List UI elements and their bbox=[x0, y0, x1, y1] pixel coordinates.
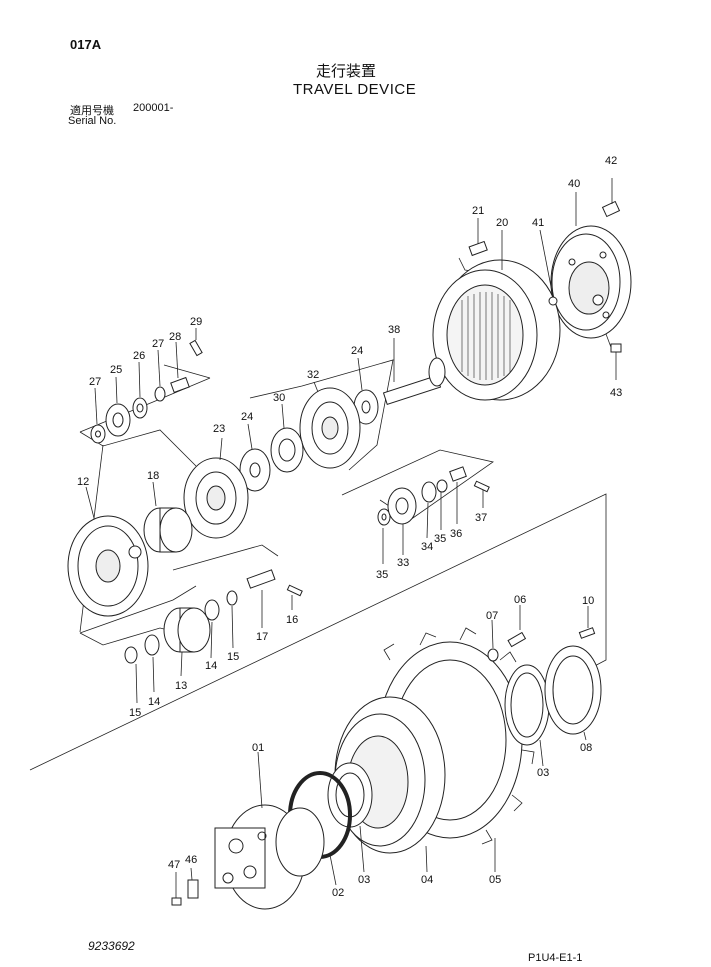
group-frames bbox=[29, 257, 613, 771]
callout-01: 01 bbox=[252, 742, 264, 754]
callout-40: 40 bbox=[568, 178, 580, 190]
part-37-spring-pin bbox=[473, 480, 490, 508]
callout-23: 23 bbox=[213, 423, 225, 435]
callout-26: 26 bbox=[133, 350, 145, 362]
callout-20: 20 bbox=[496, 217, 508, 229]
page-id: 017A bbox=[70, 37, 102, 52]
part-25-planet-gear bbox=[105, 376, 131, 437]
callout-15-left: 15 bbox=[129, 707, 141, 719]
callout-47: 47 bbox=[168, 859, 180, 871]
part-07-washer bbox=[487, 619, 499, 662]
callout-25: 25 bbox=[110, 364, 122, 376]
part-26-bearing bbox=[132, 361, 148, 419]
callout-18: 18 bbox=[147, 470, 159, 482]
callout-07: 07 bbox=[486, 610, 498, 622]
callout-06: 06 bbox=[514, 594, 526, 606]
serial-label-japanese: 適用号機 bbox=[70, 104, 114, 117]
part-36-pin bbox=[449, 466, 467, 524]
part-43-plug bbox=[610, 343, 622, 380]
part-17-pin bbox=[246, 569, 276, 628]
title-japanese: 走行装置 bbox=[316, 62, 377, 80]
callout-14-right: 14 bbox=[205, 660, 217, 672]
callout-27-left: 27 bbox=[89, 376, 101, 388]
part-41-ball bbox=[539, 229, 558, 306]
callout-12: 12 bbox=[77, 476, 89, 488]
callout-05: 05 bbox=[489, 874, 501, 886]
callout-13: 13 bbox=[175, 680, 187, 692]
part-30-gear bbox=[270, 403, 304, 473]
callout-17: 17 bbox=[256, 631, 268, 643]
serial-value: 200001- bbox=[133, 102, 174, 114]
callout-29: 29 bbox=[190, 316, 202, 328]
callout-16: 16 bbox=[286, 614, 298, 626]
part-33-planet-gear bbox=[387, 487, 417, 555]
part-27-washer-left bbox=[90, 387, 106, 444]
callout-30: 30 bbox=[273, 392, 285, 404]
part-34-bearing bbox=[421, 481, 437, 539]
callout-27-right: 27 bbox=[152, 338, 164, 350]
callout-21: 21 bbox=[472, 205, 484, 217]
part-01-travel-motor bbox=[214, 751, 325, 910]
part-08-cover-ring bbox=[544, 645, 602, 741]
callout-15-right: 15 bbox=[227, 651, 239, 663]
callout-24-upper: 24 bbox=[351, 345, 363, 357]
callout-10: 10 bbox=[582, 595, 594, 607]
part-16-spring-pin bbox=[286, 584, 303, 610]
part-14-bearing-right bbox=[204, 599, 220, 659]
part-20-hub bbox=[432, 230, 561, 401]
sheet-reference: P1U4-E1-1 bbox=[528, 952, 583, 964]
callout-35-upper: 35 bbox=[434, 533, 446, 545]
part-12-ring bbox=[67, 486, 149, 617]
callout-03-lower: 03 bbox=[358, 874, 370, 886]
part-15-washer-right bbox=[226, 590, 238, 649]
part-13-planet-gear bbox=[163, 607, 211, 677]
callout-38: 38 bbox=[388, 324, 400, 336]
callout-33: 33 bbox=[397, 557, 409, 569]
part-38-shaft bbox=[382, 338, 446, 405]
callout-03-right: 03 bbox=[537, 767, 549, 779]
callout-43: 43 bbox=[610, 387, 622, 399]
callout-42: 42 bbox=[605, 155, 617, 167]
callout-02: 02 bbox=[332, 887, 344, 899]
callout-35-lower: 35 bbox=[376, 569, 388, 581]
callout-04: 04 bbox=[421, 874, 433, 886]
part-28-pin bbox=[170, 341, 190, 394]
document-number: 9233692 bbox=[88, 939, 135, 953]
part-29-spring-pin bbox=[189, 328, 203, 357]
part-18-sun-gear bbox=[143, 481, 193, 553]
callout-labels: 01 02 03 03 04 05 06 07 08 10 12 13 14 1… bbox=[77, 155, 622, 899]
part-35-washer-right bbox=[436, 479, 448, 530]
callout-37: 37 bbox=[475, 512, 487, 524]
callout-32: 32 bbox=[307, 369, 319, 381]
part-14-bearing-left bbox=[144, 634, 160, 693]
part-32-carrier bbox=[299, 381, 361, 469]
part-21-bolt bbox=[468, 218, 488, 257]
part-23-carrier bbox=[183, 437, 249, 539]
part-35-washer-left bbox=[377, 508, 391, 564]
callout-41: 41 bbox=[532, 217, 544, 229]
callout-28: 28 bbox=[169, 331, 181, 343]
part-46-plate bbox=[187, 867, 199, 899]
callout-14-left: 14 bbox=[148, 696, 160, 708]
callout-46: 46 bbox=[185, 854, 197, 866]
callout-34: 34 bbox=[421, 541, 433, 553]
part-40-cover bbox=[550, 192, 632, 339]
part-24-washer-lower bbox=[239, 423, 271, 492]
title-english: TRAVEL DEVICE bbox=[293, 81, 417, 98]
part-27-washer-right bbox=[154, 349, 166, 402]
part-15-washer-left bbox=[124, 646, 138, 704]
part-42-bolt bbox=[601, 178, 621, 218]
serial-label-english: Serial No. bbox=[68, 115, 117, 127]
part-06-bolt bbox=[507, 605, 527, 648]
callout-36: 36 bbox=[450, 528, 462, 540]
callout-24-lower: 24 bbox=[241, 411, 253, 423]
part-47-screw bbox=[171, 872, 182, 906]
callout-08: 08 bbox=[580, 742, 592, 754]
part-10-bolt bbox=[578, 606, 596, 639]
